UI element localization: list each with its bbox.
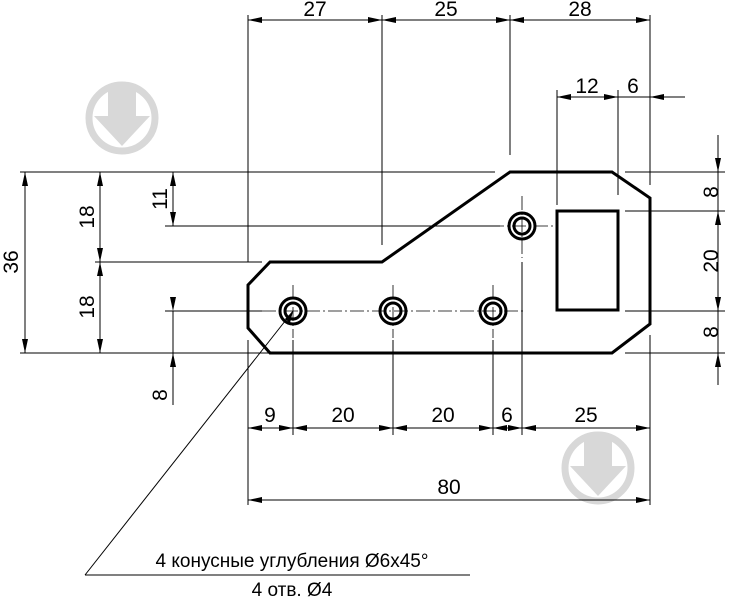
dim-top-3: 28 — [568, 0, 591, 21]
dim-right-top: 8 — [700, 186, 723, 198]
dim-upper-half: 18 — [76, 205, 99, 228]
dim-bottom-3: 20 — [431, 404, 454, 427]
dim-lower-hole-offset: 8 — [149, 389, 172, 401]
dim-top-1: 27 — [303, 0, 326, 21]
leader-line — [84, 310, 470, 576]
dim-bottom-5: 25 — [574, 404, 597, 427]
part-outline — [246, 170, 652, 355]
download-arrow-icon — [85, 81, 159, 155]
dim-bottom-1: 9 — [264, 404, 276, 427]
dim-top-2: 25 — [434, 0, 457, 21]
arrowheads — [22, 17, 721, 503]
rectangular-slot — [555, 209, 620, 312]
dim-overall-width: 80 — [437, 476, 460, 499]
dim-slot-offset: 6 — [627, 75, 639, 98]
dim-slot-width: 12 — [575, 75, 598, 98]
dim-bottom-2: 20 — [331, 404, 354, 427]
download-arrow-icon — [561, 431, 635, 505]
dim-lower-half: 18 — [76, 295, 99, 318]
dim-overall-height: 36 — [0, 250, 23, 273]
extension-lines — [20, 15, 725, 505]
dim-bottom-4: 6 — [501, 404, 513, 427]
note-line-1: 4 конусные углубления Ø6x45° — [156, 551, 429, 572]
note-line-2: 4 отв. Ø4 — [252, 580, 333, 600]
dim-right-middle: 20 — [700, 249, 723, 272]
dim-upper-hole-offset: 11 — [149, 188, 172, 210]
dim-right-bottom: 8 — [700, 326, 723, 338]
